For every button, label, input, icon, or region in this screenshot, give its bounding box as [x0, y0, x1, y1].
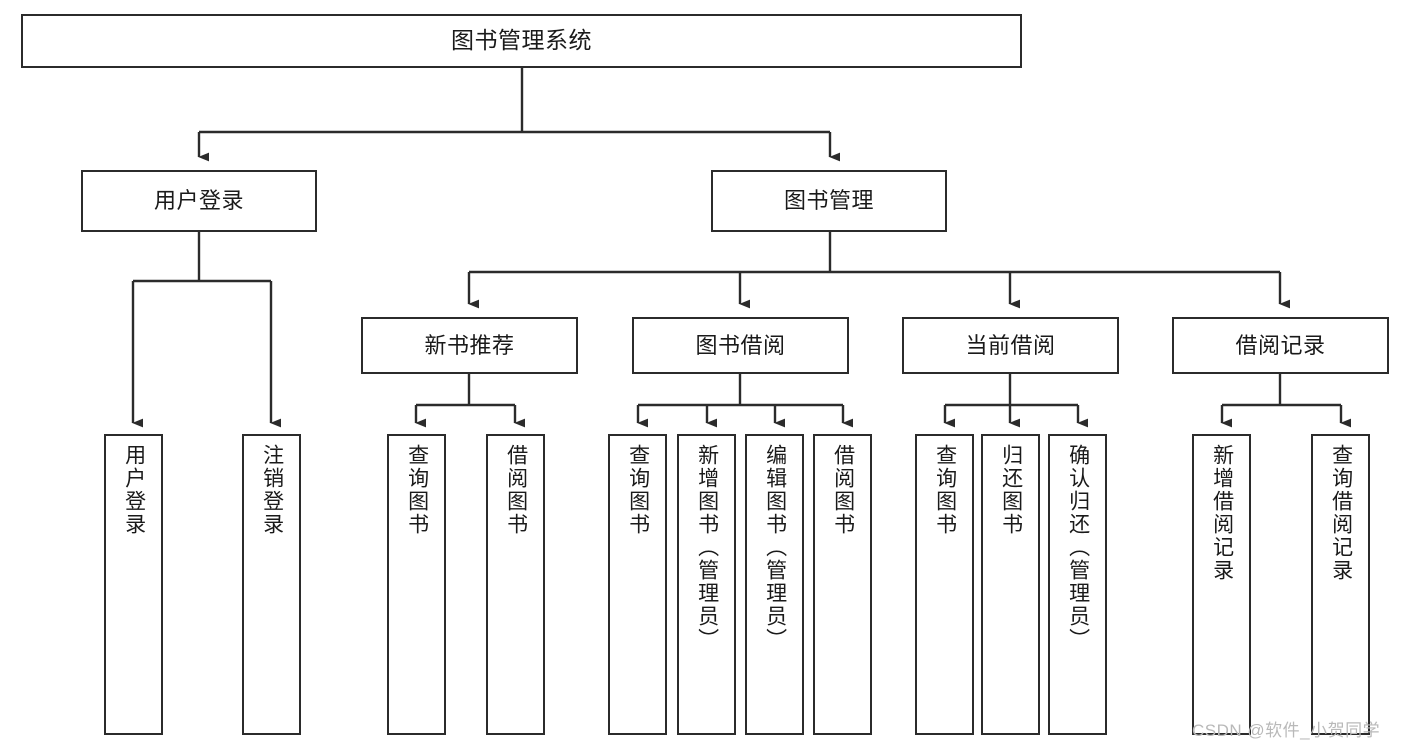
node-label: 借阅记录	[1235, 332, 1326, 358]
node-root-book-management-system[interactable]: 图书管理系统	[21, 14, 1022, 68]
leaf-record-query-record[interactable]: 查询借阅记录	[1311, 434, 1370, 735]
leaf-user-login-login[interactable]: 用户登录	[104, 434, 163, 735]
node-label: 图书管理系统	[451, 27, 592, 54]
node-label: 查询图书	[405, 444, 429, 536]
node-label: 用户登录	[122, 444, 146, 536]
node-user-login[interactable]: 用户登录	[81, 170, 317, 232]
leaf-current-query-book[interactable]: 查询图书	[915, 434, 974, 735]
leaf-current-return-book[interactable]: 归还图书	[981, 434, 1040, 735]
node-new-book-recommendation[interactable]: 新书推荐	[361, 317, 578, 374]
leaf-borrow-query-book[interactable]: 查询图书	[608, 434, 667, 735]
node-label: 注销登录	[260, 444, 284, 536]
node-label: 确认归还（管理员）	[1066, 444, 1090, 651]
leaf-new-book-borrow-book[interactable]: 借阅图书	[486, 434, 545, 735]
leaf-borrow-edit-book-admin[interactable]: 编辑图书（管理员）	[745, 434, 804, 735]
node-label: 用户登录	[153, 188, 244, 214]
node-label: 新增借阅记录	[1210, 444, 1234, 582]
leaf-borrow-borrow-book[interactable]: 借阅图书	[813, 434, 872, 735]
node-book-management[interactable]: 图书管理	[711, 170, 947, 232]
leaf-borrow-add-book-admin[interactable]: 新增图书（管理员）	[677, 434, 736, 735]
leaf-record-add-record[interactable]: 新增借阅记录	[1192, 434, 1251, 735]
node-label: 当前借阅	[965, 332, 1056, 358]
node-label: 新增图书（管理员）	[695, 444, 719, 651]
node-label: 查询图书	[933, 444, 957, 536]
node-label: 借阅图书	[831, 444, 855, 536]
node-label: 查询图书	[626, 444, 650, 536]
leaf-new-book-query-book[interactable]: 查询图书	[387, 434, 446, 735]
node-book-borrowing[interactable]: 图书借阅	[632, 317, 849, 374]
leaf-current-confirm-return-admin[interactable]: 确认归还（管理员）	[1048, 434, 1107, 735]
node-label: 新书推荐	[424, 332, 515, 358]
leaf-user-login-logout[interactable]: 注销登录	[242, 434, 301, 735]
node-label: 查询借阅记录	[1329, 444, 1353, 582]
csdn-watermark: CSDN @软件_小贺同学	[1192, 721, 1381, 740]
node-label: 归还图书	[999, 444, 1023, 536]
node-label: 图书管理	[783, 188, 874, 214]
node-label: 图书借阅	[695, 332, 786, 358]
node-label: 编辑图书（管理员）	[763, 444, 787, 651]
node-label: 借阅图书	[504, 444, 528, 536]
node-current-borrowing[interactable]: 当前借阅	[902, 317, 1119, 374]
node-borrowing-record[interactable]: 借阅记录	[1172, 317, 1389, 374]
